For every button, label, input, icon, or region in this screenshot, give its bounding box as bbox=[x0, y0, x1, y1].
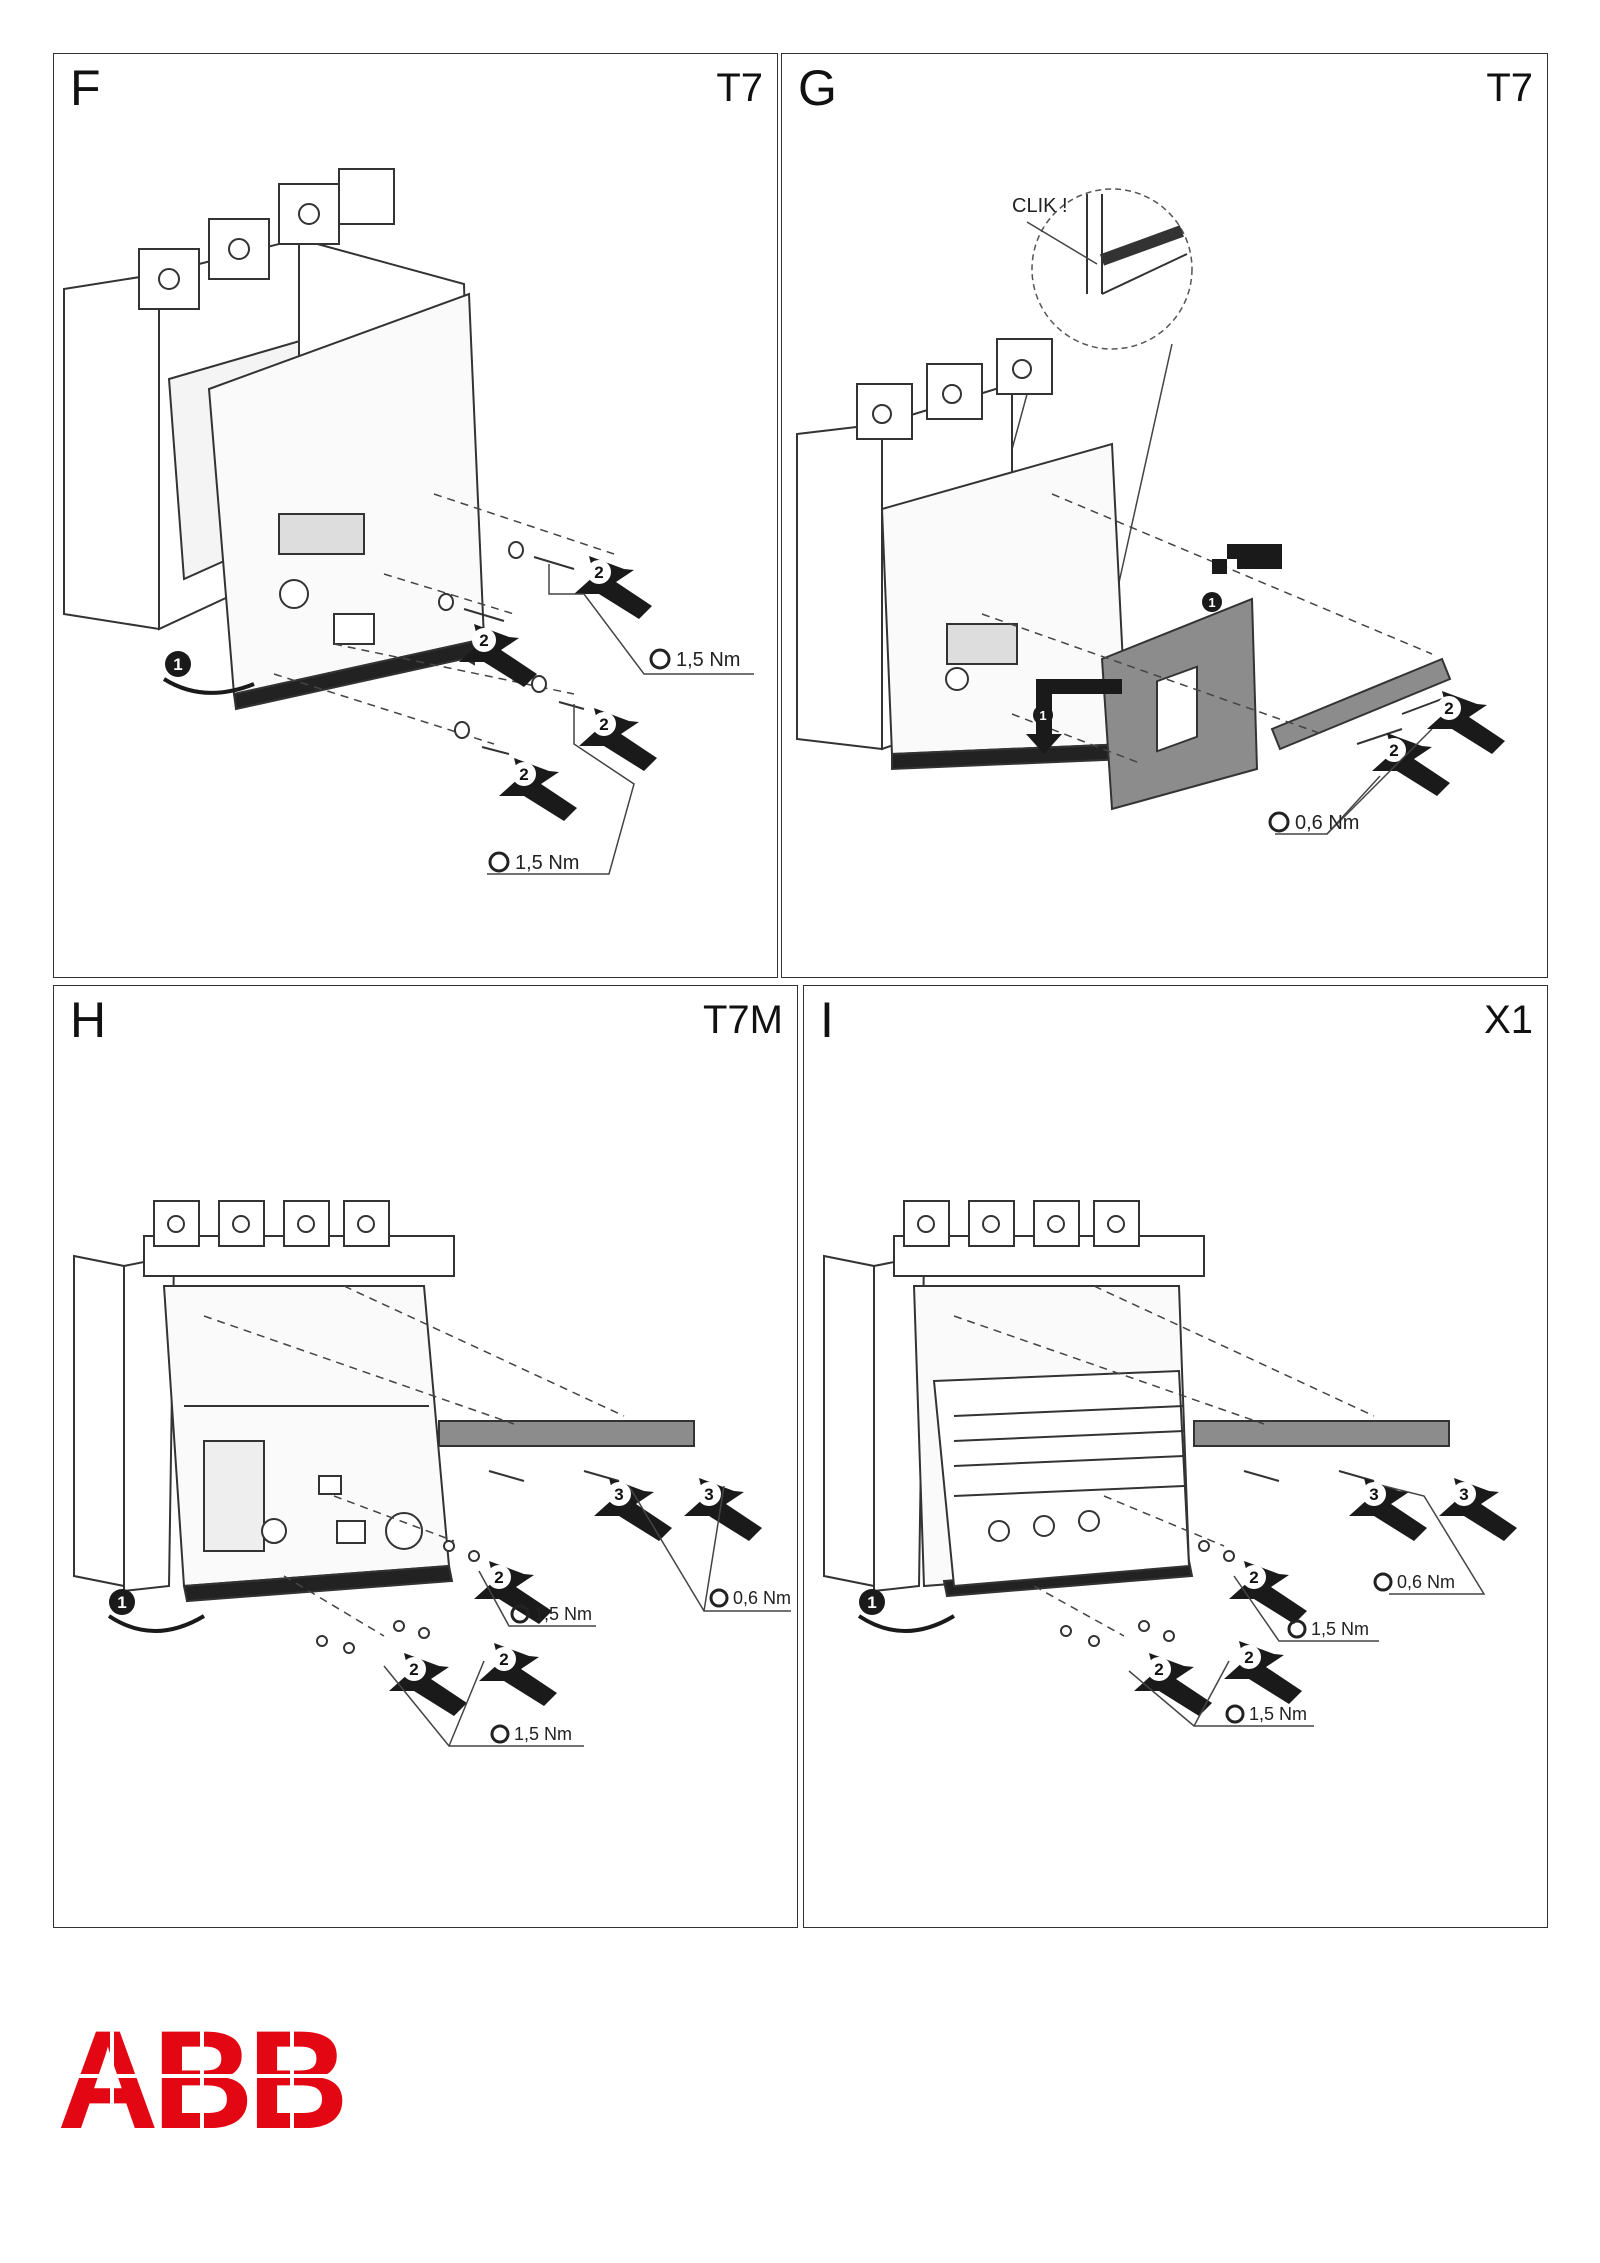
torque-label: 1,5 Nm bbox=[515, 852, 579, 874]
torque-wrench-icon bbox=[510, 1604, 530, 1624]
panel-f: F T7 bbox=[53, 53, 778, 978]
step-2-marker: 2 bbox=[409, 1660, 418, 1679]
mounting-bar bbox=[438, 1420, 695, 1447]
abb-logo: ABB bbox=[52, 2016, 348, 2136]
torque-label: 1,5 Nm bbox=[534, 1604, 592, 1624]
mounting-bar bbox=[1193, 1420, 1450, 1447]
mounting-bar bbox=[1270, 657, 1452, 751]
torque-label: 1,5 Nm bbox=[676, 649, 740, 671]
panel-letter: I bbox=[820, 992, 834, 1048]
panel-letter: G bbox=[798, 60, 837, 116]
step-1-marker: 1 bbox=[117, 1593, 126, 1612]
torque-wrench-icon bbox=[1373, 1572, 1393, 1592]
step-2-marker: 2 bbox=[1244, 1648, 1253, 1667]
step-2-marker: 2 bbox=[494, 1568, 503, 1587]
torque-wrench-icon bbox=[490, 1724, 510, 1744]
assembly-illustration: 1 2 2 2 2 1,5 Nm 1,5 Nm bbox=[63, 168, 754, 875]
assembly-illustration: 1 2 2 2 3 3 0,6 Nm 1,5 Nm 1,5 Nm bbox=[823, 1200, 1517, 1727]
step-2-marker: 2 bbox=[499, 1650, 508, 1669]
click-callout: CLIK ! bbox=[1012, 195, 1068, 217]
torque-wrench-icon bbox=[709, 1588, 729, 1608]
torque-wrench-icon bbox=[488, 851, 510, 873]
step-1-marker: 1 bbox=[1039, 708, 1046, 723]
assembly-illustration: 1 2 2 2 3 3 1,5 Nm 0,6 Nm 1,5 Nm bbox=[73, 1200, 791, 1747]
step-2-marker: 2 bbox=[1389, 741, 1398, 760]
step-2-marker: 2 bbox=[479, 631, 488, 650]
panel-g: G T7 CLIK ! bbox=[781, 53, 1548, 978]
step-1-marker: 1 bbox=[1208, 595, 1215, 610]
step-2-marker: 2 bbox=[1444, 699, 1453, 718]
step-2-marker: 2 bbox=[594, 563, 603, 582]
torque-label: 0,6 Nm bbox=[733, 1588, 791, 1608]
panel-letter: H bbox=[70, 992, 107, 1048]
panel-model: T7M bbox=[703, 998, 783, 1042]
step-2-marker: 2 bbox=[1249, 1568, 1258, 1587]
torque-wrench-icon bbox=[1268, 811, 1290, 833]
torque-label: 0,6 Nm bbox=[1295, 812, 1359, 834]
detail-zoom bbox=[1031, 188, 1193, 350]
step-2-marker: 2 bbox=[599, 715, 608, 734]
torque-wrench-icon bbox=[1287, 1619, 1307, 1639]
step-3-marker: 3 bbox=[704, 1485, 713, 1504]
torque-label: 1,5 Nm bbox=[1311, 1619, 1369, 1639]
panel-model: T7 bbox=[716, 66, 763, 110]
step-3-marker: 3 bbox=[1369, 1485, 1378, 1504]
torque-wrench-icon bbox=[1225, 1704, 1245, 1724]
step-3-marker: 3 bbox=[1459, 1485, 1468, 1504]
assembly-illustration: CLIK ! bbox=[796, 188, 1505, 835]
step-2-marker: 2 bbox=[1154, 1660, 1163, 1679]
step-1-marker: 1 bbox=[173, 655, 182, 674]
torque-label: 1,5 Nm bbox=[514, 1724, 572, 1744]
step-3-marker: 3 bbox=[614, 1485, 623, 1504]
torque-label: 0,6 Nm bbox=[1397, 1572, 1455, 1592]
panel-h: H T7M bbox=[53, 985, 798, 1928]
torque-wrench-icon bbox=[649, 648, 671, 670]
panel-i: I X1 bbox=[803, 985, 1548, 1928]
step-1-marker: 1 bbox=[867, 1593, 876, 1612]
panel-model: T7 bbox=[1486, 66, 1533, 110]
torque-label: 1,5 Nm bbox=[1249, 1704, 1307, 1724]
panel-model: X1 bbox=[1484, 998, 1533, 1042]
panel-letter: F bbox=[70, 60, 101, 116]
step-2-marker: 2 bbox=[519, 765, 528, 784]
